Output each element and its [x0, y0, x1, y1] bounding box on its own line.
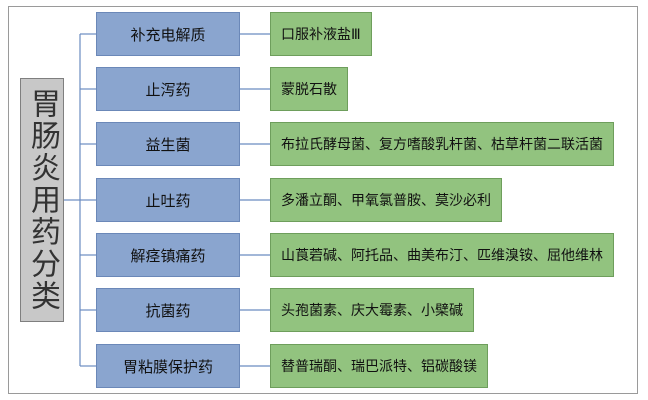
drug-node-mucosal-protectant: 替普瑞酮、瑞巴派特、铝碳酸镁	[270, 344, 488, 388]
category-node-antidiarrheal: 止泻药	[96, 67, 240, 111]
root-label: 胃肠炎用药分类	[25, 88, 60, 312]
category-node-mucosal-protectant: 胃粘膜保护药	[96, 344, 240, 388]
category-node-antispasmodic: 解痉镇痛药	[96, 233, 240, 277]
category-node-probiotic: 益生菌	[96, 122, 240, 166]
category-node-electrolyte: 补充电解质	[96, 12, 240, 56]
drug-node-antibacterial: 头孢菌素、庆大霉素、小檗碱	[270, 288, 474, 332]
drug-node-antidiarrheal: 蒙脱石散	[270, 67, 348, 111]
category-node-antiemetic: 止吐药	[96, 178, 240, 222]
drug-node-antiemetic: 多潘立酮、甲氧氯普胺、莫沙必利	[270, 178, 502, 222]
category-node-antibacterial: 抗菌药	[96, 288, 240, 332]
drug-node-antispasmodic: 山莨菪碱、阿托品、曲美布汀、匹维溴铵、屈他维林	[270, 233, 614, 277]
drug-node-probiotic: 布拉氏酵母菌、复方嗜酸乳杆菌、枯草杆菌二联活菌	[270, 122, 614, 166]
root-node: 胃肠炎用药分类	[20, 78, 64, 322]
drug-node-electrolyte: 口服补液盐Ⅲ	[270, 12, 372, 56]
